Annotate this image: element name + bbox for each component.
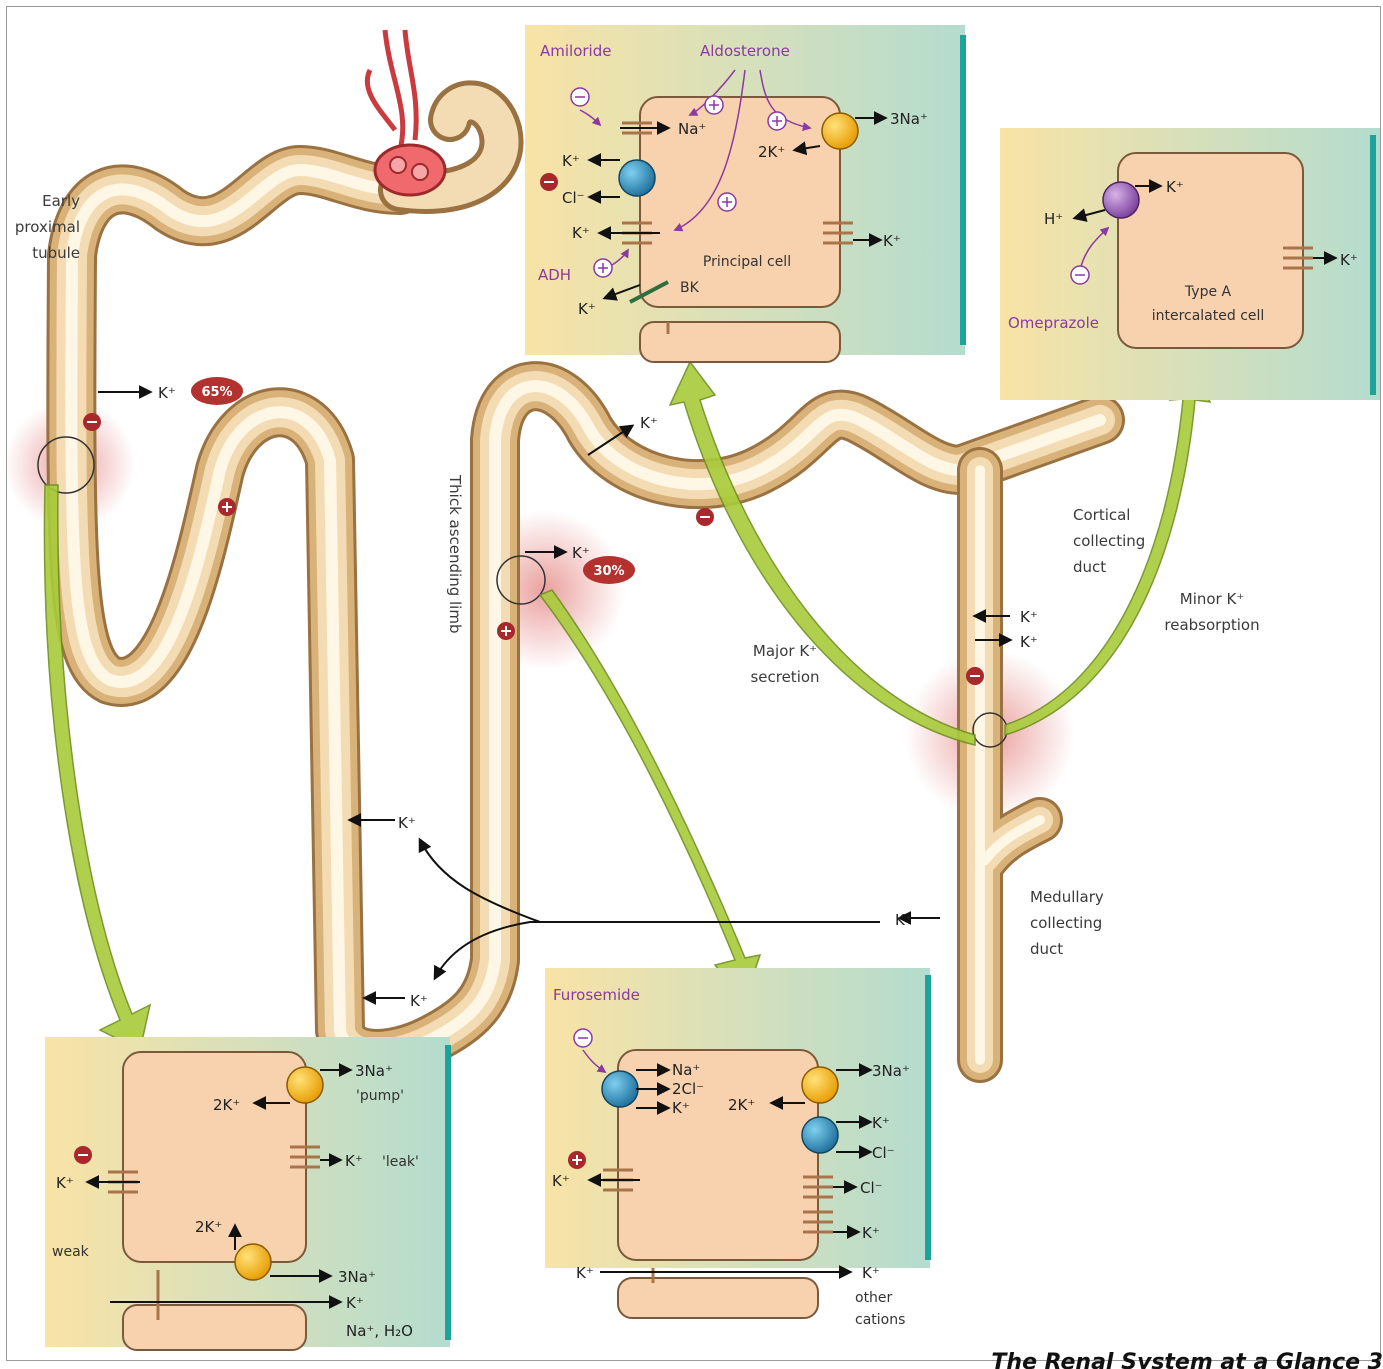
k-label: K⁺	[883, 232, 901, 250]
k-label: K⁺	[862, 1264, 880, 1282]
amiloride-label: Amiloride	[540, 42, 611, 60]
k-label: K⁺	[346, 1294, 364, 1312]
k-label: K⁺	[872, 1114, 890, 1132]
na-label: Na⁺	[672, 1061, 700, 1079]
na-label: Na⁺	[678, 120, 706, 138]
cell-box-intercalated	[1000, 128, 1380, 400]
k-label: K⁺	[158, 384, 176, 402]
minor-reabsorption-label: Minor K⁺reabsorption	[1164, 590, 1259, 634]
k-label: K⁺	[552, 1172, 570, 1190]
h-label: H⁺	[1044, 210, 1063, 228]
k-label: K⁺	[562, 152, 580, 170]
two-k-label: 2K⁺	[213, 1096, 240, 1114]
k-label: K⁺	[410, 992, 428, 1010]
k-label: K⁺	[1020, 608, 1038, 626]
principal-cell-label: Principal cell	[703, 254, 791, 270]
k-label: K⁺	[672, 1099, 690, 1117]
bk-label: BK	[680, 280, 700, 296]
omeprazole-label: Omeprazole	[1008, 314, 1099, 332]
major-secretion-label: Major K⁺secretion	[750, 642, 819, 686]
weak-label: weak	[52, 1244, 90, 1260]
nephron-ion-labels: K⁺ K⁺ K⁺ K⁺ K⁺ K⁺ K⁺ K⁺	[158, 384, 1038, 1010]
three-na-label: 3Na⁺	[872, 1062, 910, 1080]
footer-caption: The Renal System at a Glance 3	[991, 1350, 1383, 1369]
k-label: K⁺	[1020, 633, 1038, 651]
aldosterone-label: Aldosterone	[700, 42, 790, 60]
percent-tal: 30%	[593, 564, 624, 579]
adh-label: ADH	[538, 266, 571, 284]
cl-label: Cl⁻	[860, 1179, 883, 1197]
k-label: K⁺	[572, 544, 590, 562]
two-cl-label: 2Cl⁻	[672, 1080, 704, 1098]
k-label: K⁺	[1340, 251, 1358, 269]
percent-proximal: 65%	[201, 385, 232, 400]
furosemide-label: Furosemide	[553, 986, 640, 1004]
k-label: K⁺	[576, 1264, 594, 1282]
k-label: K⁺	[862, 1224, 880, 1242]
two-k-label: 2K⁺	[728, 1096, 755, 1114]
pump-label: 'pump'	[356, 1088, 404, 1104]
three-na-label: 3Na⁺	[355, 1062, 393, 1080]
two-k-label: 2K⁺	[758, 143, 785, 161]
cl-label: Cl⁻	[562, 189, 585, 207]
k-label: K⁺	[578, 300, 596, 318]
cl-label: Cl⁻	[872, 1144, 895, 1162]
leak-label: 'leak'	[382, 1154, 419, 1170]
k-label: K⁺	[895, 911, 913, 929]
three-na-label: 3Na⁺	[338, 1268, 376, 1286]
three-na-label: 3Na⁺	[890, 110, 928, 128]
na-h2o-label: Na⁺, H₂O	[346, 1322, 413, 1340]
k-label: K⁺	[1166, 178, 1184, 196]
cell-box-proximal	[45, 1037, 451, 1350]
k-label: K⁺	[398, 814, 416, 832]
thick-ascending-label: Thick ascending limb	[446, 474, 464, 633]
k-label: K⁺	[56, 1174, 74, 1192]
k-label: K⁺	[345, 1152, 363, 1170]
k-label: K⁺	[640, 414, 658, 432]
k-label: K⁺	[572, 224, 590, 242]
two-k-label: 2K⁺	[195, 1218, 222, 1236]
